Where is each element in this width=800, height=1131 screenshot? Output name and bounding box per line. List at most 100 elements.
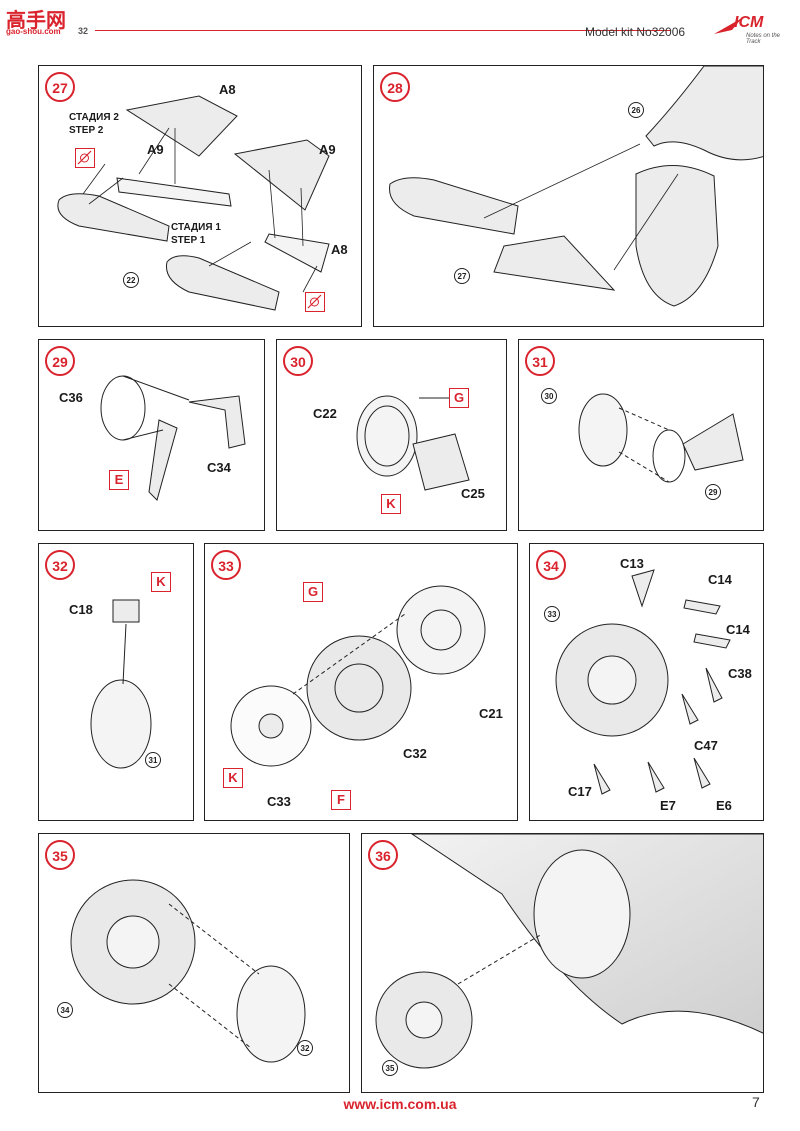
exhaust-pipe-c47 (681, 693, 699, 725)
icm-logo: ICM Notes on the Track (712, 12, 792, 45)
ref-step-27: 27 (454, 268, 470, 284)
part-label-c32: C32 (403, 746, 427, 761)
step-27-drawing (57, 95, 330, 311)
part-label-e7: E7 (660, 798, 676, 813)
part-label-e6: E6 (716, 798, 732, 813)
stage-1-ru: СТАДИЯ 1 (171, 222, 221, 233)
mount-strut-left (148, 419, 178, 501)
ref-step-30: 30 (541, 388, 557, 404)
part-label-c14-b: C14 (726, 622, 750, 637)
ref-step-32: 32 (297, 1040, 313, 1056)
site-logo-tail: 32 (78, 26, 89, 36)
stage-1-en: STEP 1 (171, 235, 206, 246)
ref-step-22: 22 (123, 272, 139, 288)
kit-number: Model kit No32006 (585, 25, 686, 39)
step-30-panel: 30 C22 C25 G K (276, 339, 507, 531)
part-label-c17: C17 (568, 784, 592, 799)
engine-mount-assembly (236, 965, 306, 1063)
engine-rear-row-c21 (396, 585, 486, 675)
step-29-panel: 29 C36 C34 E (38, 339, 265, 531)
part-label-c38: C38 (728, 666, 752, 681)
step-28-panel: 28 26 27 (373, 65, 764, 327)
step-27-panel: 27 A8 A9 A9 A8 СТАДИЯ 2 STEP 2 СТАДИЯ 1 … (38, 65, 362, 327)
fuselage-front-opening (533, 849, 631, 979)
engine-front-row-c32 (306, 635, 412, 741)
ref-step-31: 31 (145, 752, 161, 768)
exhaust-pipe-c17 (593, 763, 611, 795)
part-label-c47: C47 (694, 738, 718, 753)
icm-logo-mark (714, 18, 742, 34)
step-32-drawing (90, 599, 152, 769)
rudder (635, 165, 719, 307)
step-28-number: 28 (380, 72, 410, 102)
stabilizer-part-a9-left (116, 177, 232, 207)
part-label-c33: C33 (267, 794, 291, 809)
mark-k: K (381, 494, 401, 514)
part-label-a8-top: A8 (219, 82, 236, 97)
mark-g: G (449, 388, 469, 408)
mark-f: F (331, 790, 351, 810)
part-label-c22: C22 (313, 406, 337, 421)
part-label-a8-bottom: A8 (331, 242, 348, 257)
exhaust-pipe-e7 (647, 761, 665, 793)
engine-ring-assembly (652, 429, 686, 483)
step-34-drawing (555, 569, 731, 795)
stage-2-en: STEP 2 (69, 125, 104, 136)
step-35-number: 35 (45, 840, 75, 870)
step-28-drawing (389, 66, 763, 307)
exhaust-pipe-c14-a (683, 599, 721, 615)
brand-tagline: Notes on the Track (746, 33, 781, 45)
stage-2-ru: СТАДИЯ 2 (69, 112, 119, 123)
elevator-right (165, 255, 280, 311)
step-31-drawing (578, 393, 744, 483)
step-34-panel: 34 33 C13 C14 C14 C38 C47 C17 E7 E6 (529, 543, 764, 821)
mark-g: G (303, 582, 323, 602)
ref-step-26: 26 (628, 102, 644, 118)
engine-ring-c36 (100, 375, 146, 441)
engine-mount-assembly (90, 679, 152, 769)
step-29-number: 29 (45, 346, 75, 376)
engine-mount-c22 (356, 395, 418, 477)
fuselage-tail (645, 66, 763, 161)
part-label-c25: C25 (461, 486, 485, 501)
glue-warning-icon-top (75, 148, 95, 168)
glue-warning-icon-bottom (305, 292, 325, 312)
stabilizer-part-a9-right (233, 139, 330, 211)
step-33-number: 33 (211, 550, 241, 580)
step-34-number: 34 (536, 550, 566, 580)
exhaust-pipe-e6 (693, 757, 711, 789)
footer-url[interactable]: www.icm.com.ua (343, 1096, 457, 1112)
mark-e: E (109, 470, 129, 490)
mount-frame (682, 413, 744, 471)
ref-step-34: 34 (57, 1002, 73, 1018)
step-32-panel: 32 C18 K 31 (38, 543, 194, 821)
mark-k: K (151, 572, 171, 592)
part-label-a9-right: A9 (319, 142, 336, 157)
engine-cowl-c25 (412, 433, 470, 491)
mark-k: K (223, 768, 243, 788)
step-33-panel: 33 C21 C32 C33 G K F (204, 543, 518, 821)
stabilizer-part-a8-top (125, 95, 238, 157)
step-35-drawing (70, 879, 306, 1063)
step-36-number: 36 (368, 840, 398, 870)
step-36-drawing (375, 834, 763, 1069)
site-logo-text: 高手网 (6, 8, 66, 32)
step-31-panel: 31 30 29 (518, 339, 764, 531)
part-label-c34: C34 (207, 460, 231, 475)
site-logo-url: gao-shou.com (6, 27, 61, 36)
step-35-panel: 35 34 32 (38, 833, 350, 1093)
step-32-number: 32 (45, 550, 75, 580)
step-29-drawing (100, 375, 246, 501)
ref-step-35: 35 (382, 1060, 398, 1076)
step-31-number: 31 (525, 346, 555, 376)
brand-name: ICM (734, 14, 764, 31)
part-label-c14-a: C14 (708, 572, 732, 587)
ref-step-29: 29 (705, 484, 721, 500)
step-27-number: 27 (45, 72, 75, 102)
part-label-c36: C36 (59, 390, 83, 405)
step-36-panel: 36 35 (361, 833, 764, 1093)
stabilizer-assembly (493, 235, 616, 291)
elevator-assembly (389, 177, 519, 235)
step-30-number: 30 (283, 346, 313, 376)
part-label-c18: C18 (69, 602, 93, 617)
